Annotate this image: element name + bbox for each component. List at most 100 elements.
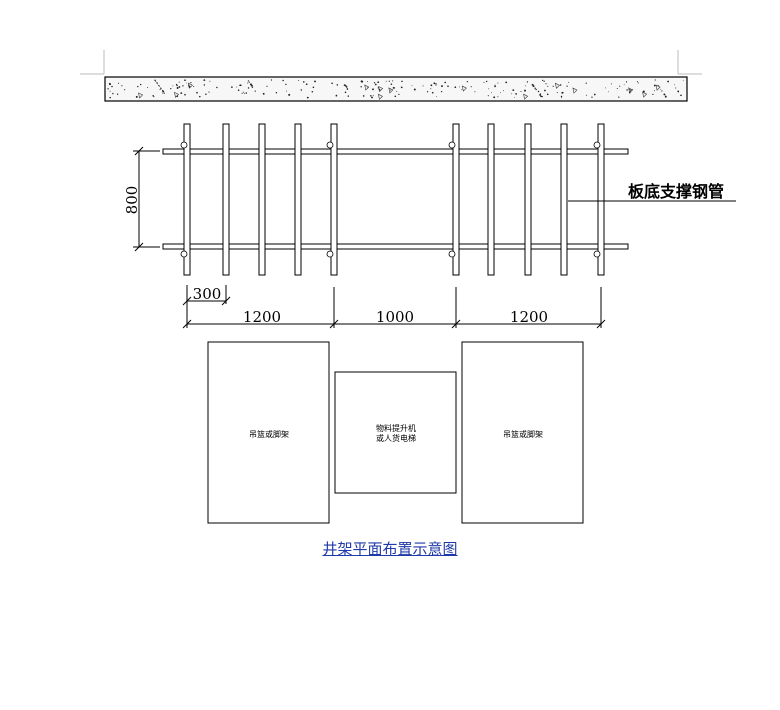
slab-dot [394, 95, 397, 98]
slab-dot [199, 95, 201, 98]
slab-dot [493, 96, 496, 99]
couplers [180, 141, 601, 258]
slab-dot [245, 92, 248, 94]
slab-dot [545, 83, 547, 85]
vertical-pole [452, 123, 460, 276]
slab-dot [497, 82, 499, 84]
slab-dot [560, 95, 563, 98]
vertical-pole [524, 123, 532, 276]
slab-aggregate [378, 85, 384, 93]
slab-dot [619, 85, 621, 87]
vertical-pole [487, 123, 495, 276]
slab-dot [674, 84, 676, 86]
slab-dot [140, 83, 142, 86]
slab-dot [505, 81, 508, 84]
slab-aggregate [138, 92, 144, 99]
slab-dot [393, 87, 395, 89]
slab-dot [162, 90, 165, 93]
slab-dot [162, 92, 164, 94]
dimension-1000: 1000 [376, 308, 414, 326]
slab-dot [247, 80, 250, 82]
slab-dot [396, 90, 398, 92]
slab-dot [360, 86, 362, 88]
bottom-tube [162, 243, 629, 250]
slab-dot [306, 96, 309, 99]
slab-dot [447, 85, 449, 87]
slab-dot [487, 95, 489, 97]
slab-dot [661, 90, 663, 92]
slab-dot [266, 85, 268, 87]
slab-dot [160, 87, 162, 89]
coupler-circle [593, 141, 601, 149]
slab-dot [344, 84, 347, 87]
vertical-pole [183, 123, 191, 276]
slab-aggregate [364, 84, 370, 91]
coupler-circle [448, 141, 456, 149]
slab-dot [137, 85, 139, 88]
slab-dot [561, 91, 564, 94]
vertical-poles [183, 123, 605, 276]
slab-dot [435, 83, 437, 85]
slab-dot [344, 91, 347, 94]
slab-dot [546, 93, 549, 96]
slab-dot [500, 92, 502, 94]
slab-dot [440, 90, 443, 93]
slab-dot [610, 83, 612, 85]
vertical-pole [222, 123, 230, 276]
slab-dot [531, 83, 534, 86]
slab-dot [372, 95, 374, 97]
slab-dot [665, 95, 667, 97]
slab-dot [107, 88, 109, 90]
slab-dot [170, 87, 172, 90]
slab-dot [314, 80, 316, 83]
slab-dot [543, 80, 545, 82]
slab-dot [153, 96, 155, 98]
slab-aggregate [523, 93, 529, 100]
slab-dot [184, 93, 186, 96]
slab-dot [147, 87, 148, 88]
dimension-1200-right: 1200 [510, 308, 548, 326]
slab-dot [392, 80, 394, 82]
drawing-caption[interactable]: 井架平面布置示意图 [322, 540, 458, 558]
slab-dot [371, 96, 373, 99]
slab-dot [541, 79, 544, 82]
slab-dot [663, 93, 666, 96]
slab-dot [163, 92, 165, 94]
slab-dot [539, 94, 541, 96]
slab-dot [534, 87, 536, 89]
slab-dot [305, 83, 308, 86]
slab-dot [433, 82, 436, 85]
slab-dot [591, 96, 593, 98]
slab-dot [494, 84, 496, 86]
slab-dot [486, 80, 488, 83]
slab-dot [411, 85, 413, 87]
slab-dot [535, 88, 537, 91]
slab-dot [186, 82, 188, 84]
slab-dot [682, 79, 684, 81]
slab-dot [208, 91, 210, 93]
slab-dot [520, 90, 522, 93]
slab-dot [160, 88, 162, 90]
slab-dot [117, 82, 120, 84]
slab-dot [109, 96, 111, 99]
slab-dot [675, 87, 677, 89]
top-tube [162, 148, 629, 155]
horizontal-tubes [162, 148, 629, 250]
slab-dot [373, 82, 376, 84]
slab-dot [422, 85, 424, 87]
slab-dot [312, 86, 315, 89]
dimension-300-label: 300 [193, 285, 222, 303]
slab-dot [109, 83, 111, 86]
slab-dot [605, 87, 607, 89]
slab-dot [158, 84, 160, 87]
slab-dot [109, 90, 111, 92]
center-box-label-line2: 或人货电梯 [376, 433, 416, 443]
right-box-label: 吊篮或脚架 [503, 429, 543, 439]
slab-dot [302, 81, 305, 83]
slab-aggregate [628, 87, 634, 94]
dimension-1200-left: 1200 [243, 308, 281, 326]
slab-dot [196, 91, 198, 94]
slab-dot [435, 84, 437, 86]
slab-dot [470, 86, 472, 88]
slab-aggregate [187, 82, 193, 89]
